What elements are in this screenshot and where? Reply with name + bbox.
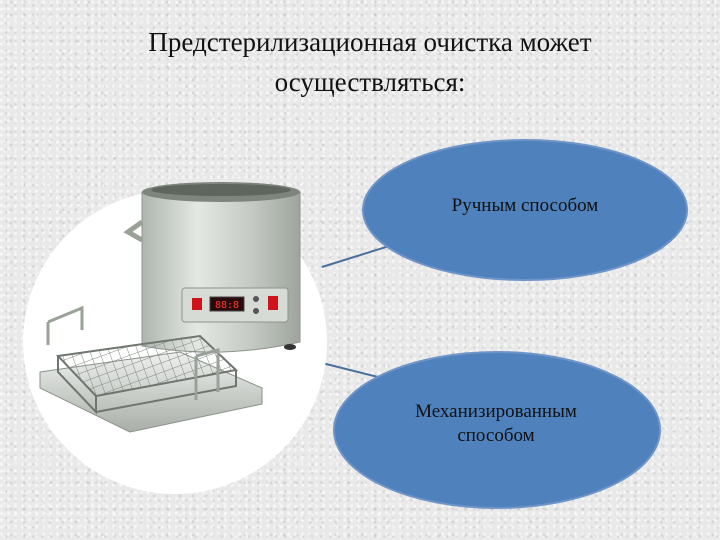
manual-method-text: Ручным способом xyxy=(452,195,599,216)
power-button-right xyxy=(268,296,278,310)
display-readout: 88:8 xyxy=(215,300,239,311)
manual-method-label: Ручным способом xyxy=(405,194,645,218)
knob-icon xyxy=(253,296,259,302)
knob-icon xyxy=(253,308,259,314)
power-button-left xyxy=(192,298,202,310)
mechanized-method-text-line2: способом xyxy=(376,424,616,448)
mechanized-method-label: Механизированным способом xyxy=(376,400,616,448)
mechanized-method-text-line1: Механизированным xyxy=(376,400,616,424)
